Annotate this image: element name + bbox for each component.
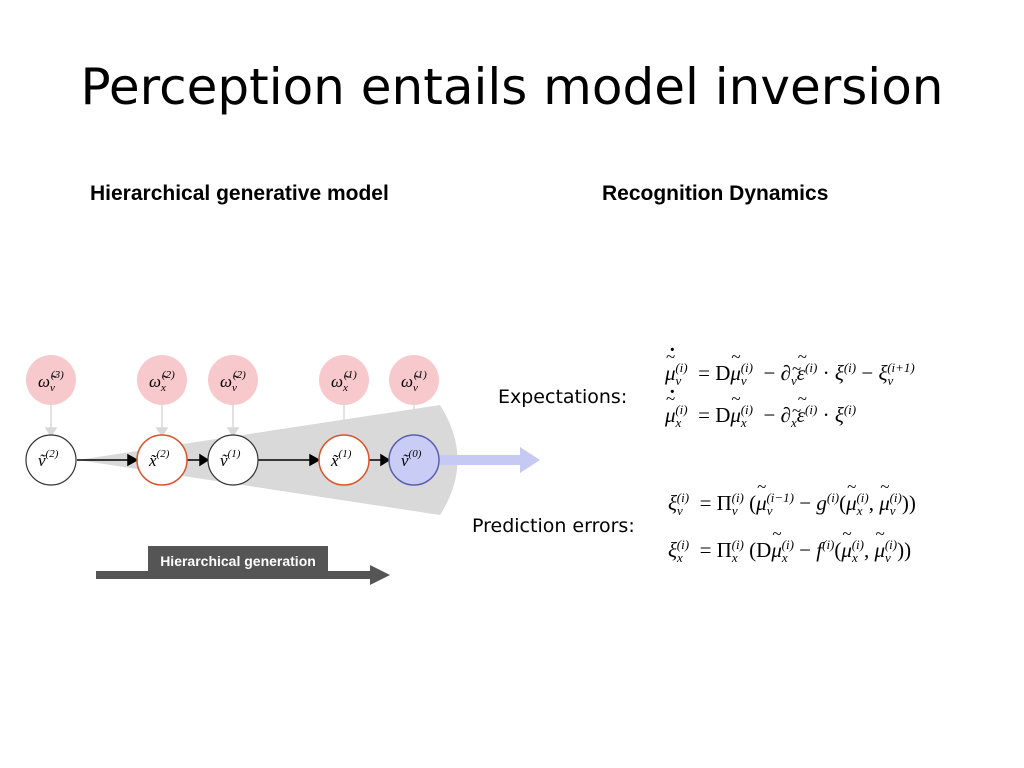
precision-label-omega-v1: ω̃v(1) bbox=[401, 369, 427, 394]
precision-node-omega-v1 bbox=[389, 355, 439, 405]
state-node-v2 bbox=[25, 434, 77, 486]
state-label-x1: x̃(1) bbox=[330, 448, 352, 470]
precision-label-omega-v3: ω̃v(3) bbox=[38, 369, 64, 394]
precision-label-omega-x2: ω̃x(2) bbox=[149, 369, 175, 394]
generation-label-box bbox=[148, 546, 328, 575]
prediction-errors-label: Prediction errors: bbox=[472, 515, 635, 537]
equation-prediction-error-x: ξx(i) = Πx(i) (Dμx(i) − f(i)(μx(i), μv(i… bbox=[668, 524, 911, 566]
left-heading: Hierarchical generative model bbox=[90, 182, 389, 205]
equation-expectation-v: μv(i) = Dμv(i) − ∂vε(i) · ξ(i) − ξv(i+1) bbox=[665, 339, 915, 389]
state-label-v0: ṽ(0) bbox=[401, 448, 422, 470]
precision-node-omega-v3 bbox=[26, 355, 76, 405]
output-arrow bbox=[440, 447, 540, 473]
state-node-x1 bbox=[318, 434, 370, 486]
state-node-x2 bbox=[136, 434, 188, 486]
right-heading: Recognition Dynamics bbox=[602, 182, 829, 205]
state-node-v1 bbox=[207, 434, 259, 486]
state-label-v1: ṽ(1) bbox=[220, 448, 241, 470]
precision-label-omega-x1: ω̃x(1) bbox=[331, 369, 357, 394]
expectations-label: Expectations: bbox=[498, 386, 628, 408]
precision-node-omega-v2 bbox=[208, 355, 258, 405]
equation-expectation-x: μx(i) = Dμx(i) − ∂xε(i) · ξ(i) bbox=[665, 381, 856, 431]
page-title: Perception entails model inversion bbox=[80, 58, 944, 116]
precision-label-omega-v2: ω̃v(2) bbox=[220, 369, 246, 394]
precision-node-omega-x1 bbox=[319, 355, 369, 405]
state-label-x2: x̃(2) bbox=[148, 448, 170, 470]
state-node-v0 bbox=[388, 434, 440, 486]
precision-node-omega-x2 bbox=[137, 355, 187, 405]
equation-prediction-error-v: ξv(i) = Πv(i) (μv(i−1) − g(i)(μx(i), μv(… bbox=[668, 477, 916, 519]
state-label-v2: ṽ(2) bbox=[38, 448, 59, 470]
generation-label: Hierarchical generation bbox=[160, 553, 316, 569]
